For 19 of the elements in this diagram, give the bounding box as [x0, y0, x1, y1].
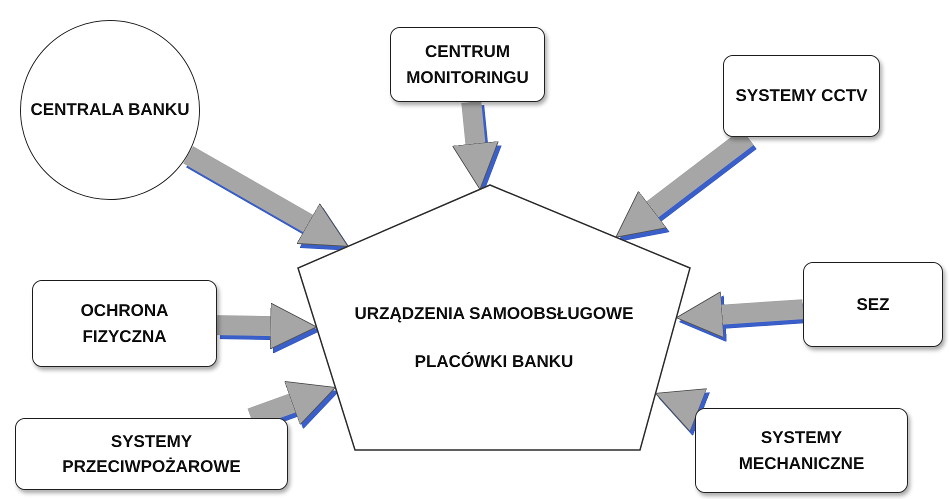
node-label: SYSTEMY CCTV: [736, 85, 868, 108]
pentagon-node: [298, 185, 690, 450]
rounded-box: [15, 418, 288, 490]
node-label: CENTRALA BANKU: [30, 99, 190, 122]
node-label: SYSTEMY PRZECIWPOŻAROWE: [61, 430, 242, 478]
rounded-box: [803, 262, 943, 347]
node-label: SYSTEMY MECHANICZNE: [738, 427, 866, 474]
node-label: SEZ: [856, 294, 890, 316]
block-arrow: [216, 302, 317, 350]
rounded-box: [695, 408, 908, 493]
rounded-box: [32, 280, 217, 367]
rounded-box: [723, 55, 880, 137]
block-arrow: [452, 101, 499, 190]
node-label: PLACÓWKI BANKU: [414, 350, 574, 372]
node-label: CENTRUM MONITORINGU: [405, 41, 530, 88]
block-arrow: [676, 291, 804, 338]
rounded-box: [390, 27, 545, 102]
node-label: URZĄDZENIA SAMOOBSŁUGOWE: [354, 303, 634, 325]
node-label: OCHRONA FIZYCZNA: [80, 300, 170, 348]
